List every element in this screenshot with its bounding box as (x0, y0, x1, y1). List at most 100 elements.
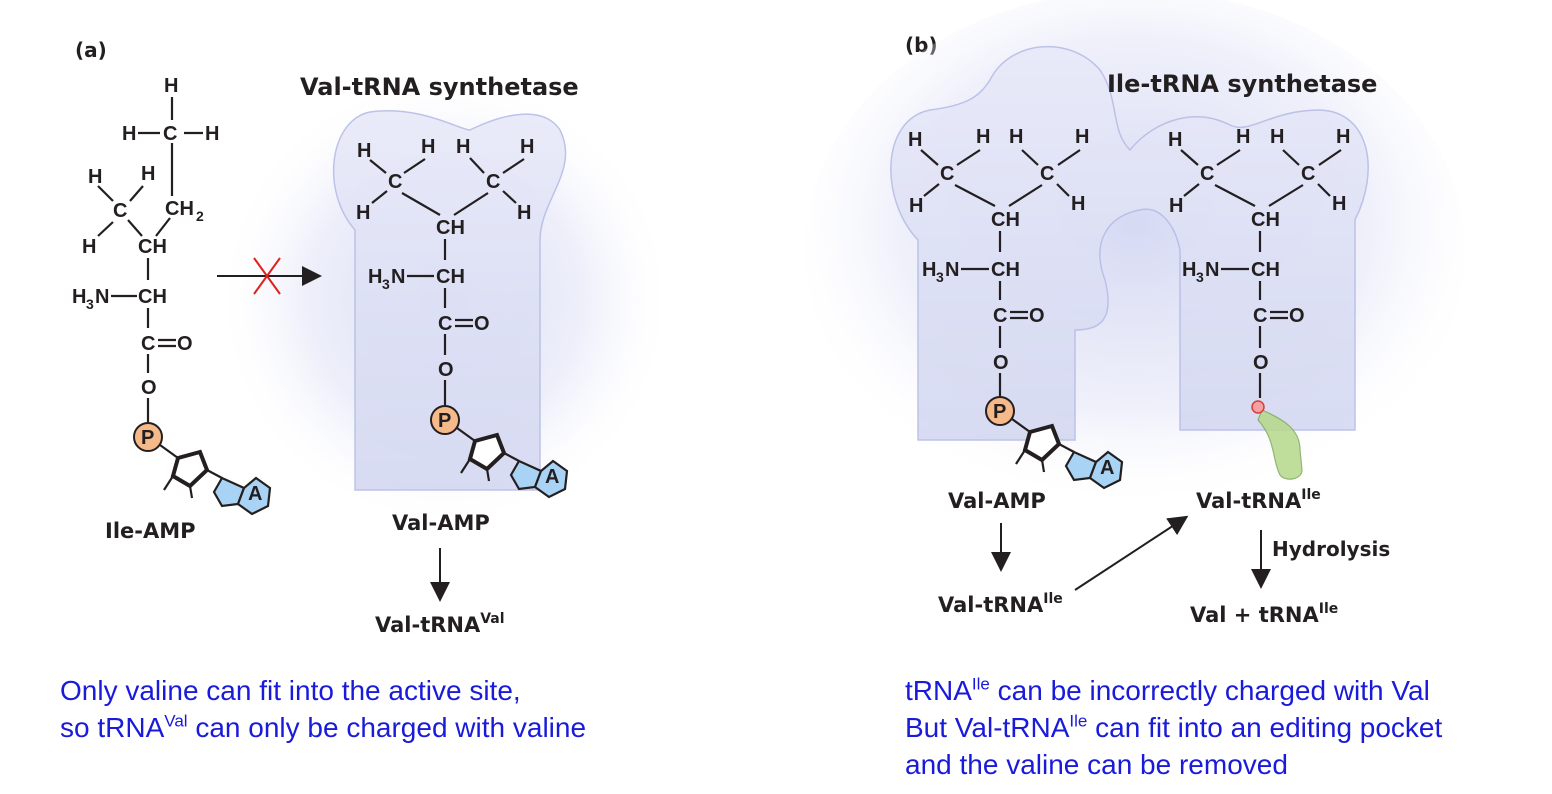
svg-text:C: C (141, 333, 155, 355)
svg-text:H: H (909, 195, 923, 217)
caption-a-line2: so tRNAVal can only be charged with vali… (60, 711, 587, 743)
svg-text:H: H (1009, 126, 1023, 148)
svg-text:CH: CH (165, 198, 194, 220)
svg-text:O: O (1253, 352, 1269, 374)
svg-text:C: C (113, 200, 127, 222)
caption-b-line1: tRNAIle can be incorrectly charged with … (905, 674, 1430, 706)
svg-text:O: O (177, 333, 193, 355)
svg-text:P: P (438, 410, 451, 432)
ribose-icon (1022, 423, 1062, 463)
svg-text:CH: CH (436, 217, 465, 239)
caption-a-line1: Only valine can fit into the active site… (60, 675, 521, 706)
adenine-ring-large-icon (533, 459, 569, 499)
arrow-to-editing (1074, 515, 1189, 591)
enzyme-b-title: Ile-tRNA synthetase (1107, 70, 1377, 98)
svg-text:H: H (456, 136, 470, 158)
svg-text:2: 2 (196, 208, 204, 224)
svg-text:CH: CH (436, 266, 465, 288)
svg-text:O: O (438, 359, 454, 381)
svg-text:O: O (1029, 305, 1045, 327)
svg-text:CH: CH (1251, 209, 1280, 231)
svg-text:3: 3 (86, 296, 94, 312)
val-trna-val-label: Val-tRNAVal (375, 611, 505, 637)
svg-text:3: 3 (1196, 269, 1204, 285)
svg-text:H: H (1169, 195, 1183, 217)
svg-text:H: H (1270, 126, 1284, 148)
svg-text:3: 3 (382, 276, 390, 292)
svg-text:H: H (164, 75, 178, 97)
svg-text:H: H (520, 136, 534, 158)
svg-text:P: P (993, 401, 1006, 423)
svg-text:C: C (993, 305, 1007, 327)
adenine-ring-small-icon (509, 459, 543, 491)
phosphate-icon (985, 396, 1015, 426)
panel-a-tag: (a) (75, 38, 107, 62)
svg-text:N: N (1205, 259, 1219, 281)
val-trna-ile-label-left: Val-tRNAIle (938, 591, 1063, 617)
svg-text:H: H (1168, 129, 1182, 151)
svg-text:H: H (1075, 126, 1089, 148)
svg-text:A: A (545, 466, 559, 488)
val-trna-in-editing-site: H H H H C C H H CH H 3 N CH C O O (1168, 126, 1350, 480)
svg-text:H: H (421, 136, 435, 158)
val-trna-ile-label-right: Val-tRNAIle (1196, 487, 1321, 513)
svg-text:C: C (1200, 163, 1214, 185)
svg-text:A: A (248, 483, 262, 505)
svg-text:C: C (388, 171, 402, 193)
svg-text:H: H (122, 123, 136, 145)
svg-text:O: O (141, 377, 157, 399)
svg-text:H: H (922, 259, 936, 281)
svg-text:H: H (72, 286, 86, 308)
val-amp-in-site-a: H H H H C C H H CH H 3 N CH C O O P (356, 136, 569, 499)
phosphate-icon (430, 405, 460, 435)
svg-text:H: H (1182, 259, 1196, 281)
phosphate-icon (133, 422, 163, 452)
final-products-label: Val + tRNAIle (1190, 601, 1338, 627)
svg-text:H: H (517, 202, 531, 224)
svg-text:A: A (1100, 457, 1114, 479)
svg-text:H: H (1071, 193, 1085, 215)
svg-text:C: C (1253, 305, 1267, 327)
svg-text:3: 3 (936, 269, 944, 285)
svg-text:O: O (993, 352, 1009, 374)
adenine-ring-large-icon (1088, 450, 1124, 490)
ribose-icon (170, 449, 210, 489)
svg-text:H: H (1236, 126, 1250, 148)
svg-text:CH: CH (1251, 259, 1280, 281)
adenine-ring-small-icon (212, 476, 246, 508)
caption-b-line2: But Val-tRNAIle can fit into an editing … (905, 711, 1443, 743)
svg-text:H: H (141, 163, 155, 185)
svg-text:H: H (356, 202, 370, 224)
ile-amp-phosphate-ribose-adenine: P A (133, 422, 272, 516)
svg-text:N: N (95, 286, 109, 308)
svg-text:CH: CH (991, 209, 1020, 231)
svg-text:H: H (88, 166, 102, 188)
svg-text:N: N (391, 266, 405, 288)
trna-end-blob (1257, 409, 1303, 480)
ile-amp-label: Ile-AMP (105, 519, 196, 543)
ile-amp-structure: H H C H CH 2 H H C H CH H 3 N CH C O O (72, 75, 219, 422)
svg-text:O: O (474, 313, 490, 335)
svg-text:H: H (357, 140, 371, 162)
caption-b-line3: and the valine can be removed (905, 749, 1288, 780)
svg-text:H: H (1336, 126, 1350, 148)
svg-text:C: C (940, 163, 954, 185)
svg-text:N: N (945, 259, 959, 281)
caption-a: Only valine can fit into the active site… (60, 672, 586, 746)
val-amp-in-site-b: H H H H C C H H CH H 3 N CH C O O P (908, 126, 1124, 490)
svg-text:H: H (976, 126, 990, 148)
val-amp-label-a: Val-AMP (392, 511, 490, 535)
svg-text:H: H (908, 129, 922, 151)
svg-text:P: P (141, 427, 154, 449)
svg-text:H: H (1332, 193, 1346, 215)
ribose-icon (467, 432, 507, 472)
svg-text:C: C (486, 171, 500, 193)
svg-text:CH: CH (138, 286, 167, 308)
svg-text:C: C (1040, 163, 1054, 185)
svg-text:H: H (368, 266, 382, 288)
svg-text:CH: CH (991, 259, 1020, 281)
svg-text:C: C (163, 123, 177, 145)
adenine-ring-small-icon (1064, 450, 1098, 482)
